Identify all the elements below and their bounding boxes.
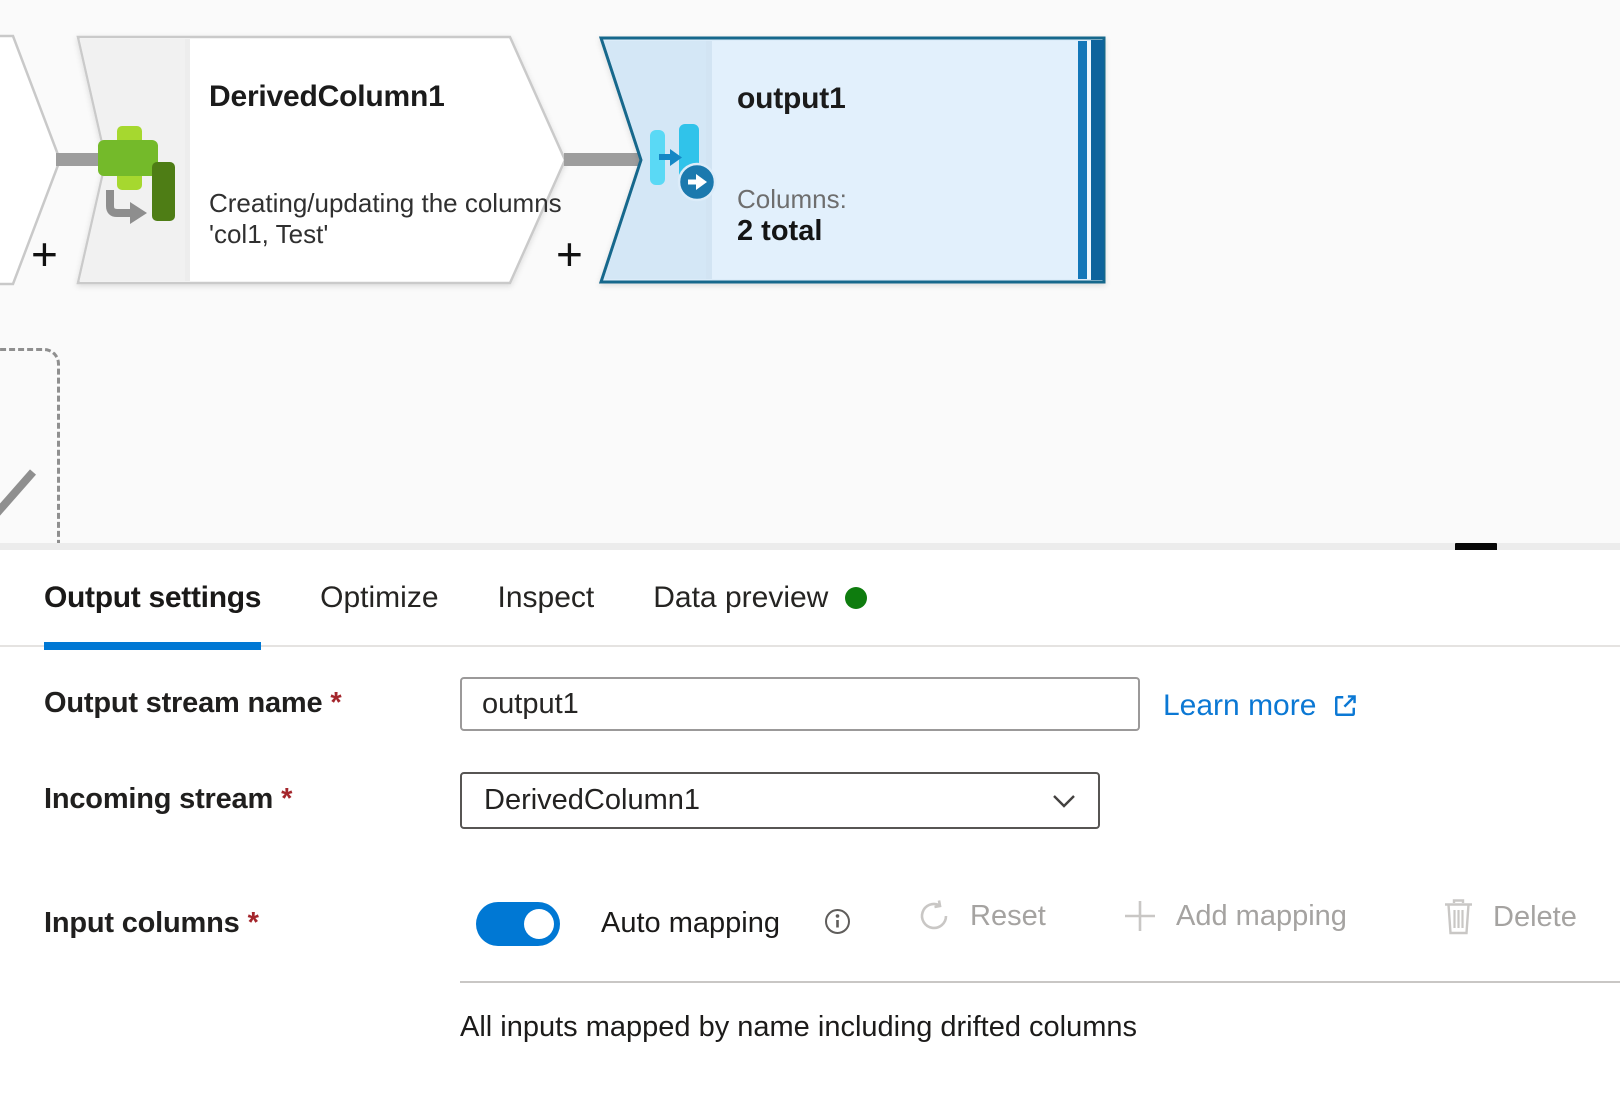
auto-mapping-toggle[interactable] (476, 902, 560, 946)
tab-label: Output settings (44, 580, 262, 614)
label-text: Output stream name (44, 687, 323, 719)
trash-icon (1445, 899, 1472, 935)
node-description-line1: Creating/updating the columns (209, 188, 562, 218)
green-status-dot-icon (845, 586, 868, 609)
label-text: Input columns (44, 907, 240, 939)
tab-label: Inspect (497, 580, 595, 614)
input-columns-label: Input columns* (44, 907, 259, 940)
learn-more-label: Learn more (1163, 689, 1317, 722)
node-description: Creating/updating the columns 'col1, Tes… (209, 188, 562, 250)
add-transformation-button[interactable]: + (556, 228, 583, 280)
output-stream-name-label: Output stream name* (44, 687, 342, 720)
configuration-panel: Output settings Optimize Inspect Data pr… (0, 550, 1620, 1113)
tab-label: Optimize (320, 580, 439, 614)
delete-label: Delete (1493, 900, 1577, 933)
tab-data-preview[interactable]: Data preview (653, 550, 868, 645)
sink-icon (650, 124, 717, 202)
panel-resize-handle[interactable] (1455, 543, 1497, 551)
panel-divider (0, 543, 1620, 550)
tab-label: Data preview (653, 580, 829, 614)
auto-mapping-label: Auto mapping (601, 907, 780, 939)
node-description-line2: 'col1, Test' (209, 219, 329, 249)
learn-more-link[interactable]: Learn more (1163, 689, 1359, 723)
label-text: Incoming stream (44, 783, 274, 815)
required-marker: * (330, 687, 342, 719)
dropdown-value: DerivedColumn1 (484, 784, 700, 816)
incoming-stream-label: Incoming stream* (44, 783, 292, 816)
tab-optimize[interactable]: Optimize (320, 550, 438, 645)
add-transformation-button[interactable]: + (31, 228, 58, 280)
mapping-section-divider (460, 981, 1620, 983)
node-output-sink[interactable] (598, 36, 1106, 284)
node-derived-column[interactable] (76, 35, 567, 285)
node-drop-placeholder (0, 348, 60, 543)
derived-column-icon (98, 126, 175, 224)
required-marker: * (281, 783, 293, 815)
required-marker: * (247, 907, 259, 939)
node-columns-label: Columns: (737, 184, 847, 214)
node-title: DerivedColumn1 (209, 80, 445, 113)
chevron-down-icon (1053, 794, 1075, 808)
tab-inspect[interactable]: Inspect (498, 550, 595, 645)
tab-output-settings[interactable]: Output settings (44, 550, 262, 650)
upstream-node-partial[interactable] (0, 34, 62, 286)
edge-partial (0, 469, 37, 516)
dataflow-graph (0, 34, 1106, 516)
reset-label: Reset (970, 899, 1046, 932)
output-stream-name-input[interactable] (460, 677, 1140, 731)
delete-button[interactable]: Delete (1442, 898, 1577, 936)
node-columns-value: 2 total (737, 215, 823, 247)
refresh-icon (920, 900, 948, 930)
toggle-knob (524, 909, 554, 939)
panel-tab-bar: Output settings Optimize Inspect Data pr… (0, 550, 1620, 650)
reset-button[interactable]: Reset (916, 898, 1046, 934)
external-link-icon (1335, 695, 1357, 716)
edge-connector (56, 153, 109, 166)
add-mapping-button[interactable]: Add mapping (1122, 898, 1347, 934)
add-mapping-label: Add mapping (1176, 899, 1347, 932)
node-title: output1 (737, 82, 846, 115)
incoming-stream-dropdown[interactable]: DerivedColumn1 (460, 772, 1100, 829)
info-icon[interactable] (824, 908, 851, 935)
dataflow-canvas[interactable]: DerivedColumn1 Creating/updating the col… (0, 0, 1620, 543)
mapping-status-text: All inputs mapped by name including drif… (460, 1011, 1138, 1043)
plus-icon (1125, 901, 1155, 931)
edge-connector (564, 153, 642, 166)
